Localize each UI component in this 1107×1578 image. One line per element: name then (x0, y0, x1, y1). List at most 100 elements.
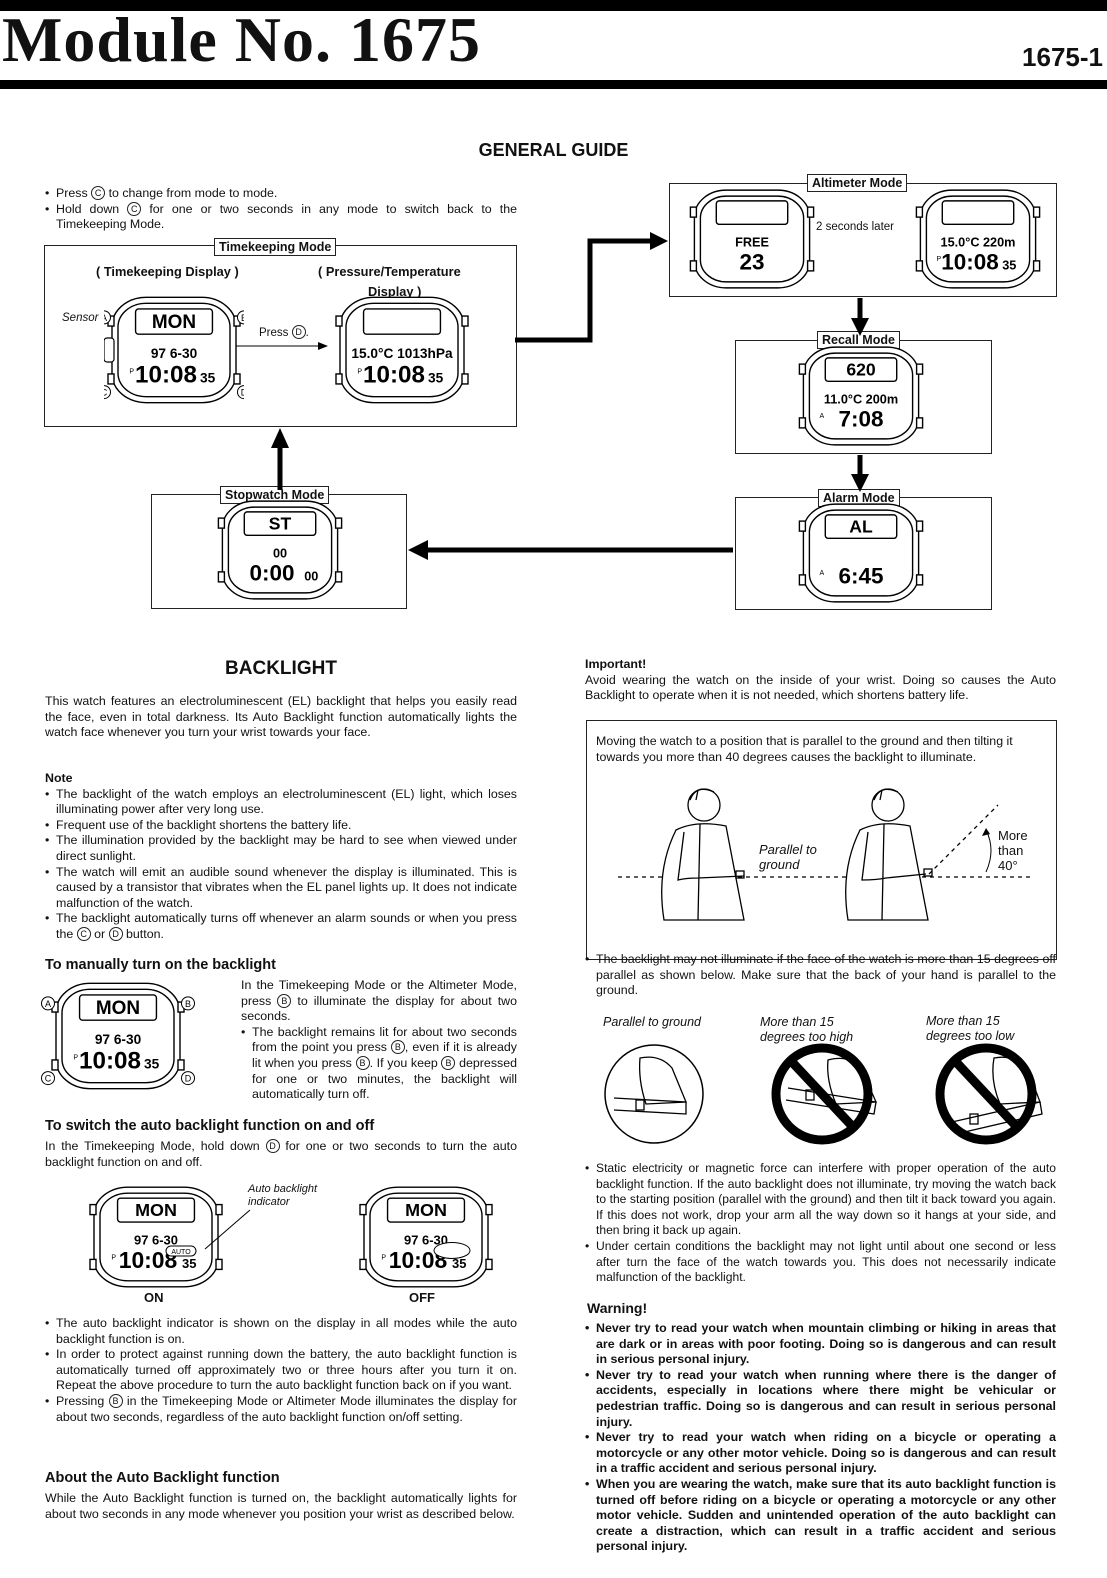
important-text: Avoid wearing the watch on the inside of… (585, 672, 1056, 703)
watch-button (798, 520, 807, 532)
lcd-seconds-text: 35 (200, 371, 216, 386)
guide-bullets: Press C to change from mode to mode. Hol… (45, 186, 517, 233)
auto-indicator-label: Auto backlight (248, 1183, 318, 1195)
auto-indicator (165, 1245, 197, 1257)
lcd-main-text: 10:08 (135, 362, 197, 389)
watch-button (806, 260, 815, 272)
lcd-top-text: MON (405, 1200, 447, 1220)
auto-indicator-text: AUTO (171, 1249, 191, 1256)
button-label: D (185, 1074, 192, 1084)
lcd-mid-text: 11.0°C 200m (824, 392, 898, 406)
more-than-40-label-3: 40° (998, 858, 1018, 873)
stopwatch-mode-tag: Stopwatch Mode (220, 486, 330, 504)
watch-face (89, 1186, 223, 1288)
lcd-mid-text: 97 6-30 (404, 1232, 448, 1247)
lcd-main-text: 10:08 (941, 249, 998, 274)
watch-button (89, 1203, 97, 1216)
lcd-indicator-text: P (381, 1254, 386, 1261)
two-seconds-later-label: 2 seconds later (816, 221, 894, 233)
lcd-top-text: AL (849, 516, 873, 536)
watch-button (806, 206, 815, 218)
watch-face (915, 189, 1041, 289)
button-label-circle (237, 310, 244, 325)
switch-auto-text: In the Timekeeping Mode, hold down D for… (45, 1139, 518, 1169)
warning-item: When you are wearing the watch, make sur… (585, 1477, 1056, 1555)
watch-button (335, 315, 343, 327)
caption-too-high-2: degrees too high (760, 1030, 854, 1044)
off-label: OFF (409, 1290, 435, 1305)
watch-button (359, 1203, 367, 1216)
caption-too-high: More than 15 (760, 1015, 834, 1029)
auto-indicator-off (433, 1241, 471, 1259)
page-title: Module No. 1675 (2, 4, 481, 75)
guide-bullet: Hold down C for one or two seconds in an… (45, 201, 517, 233)
watch-button (51, 1059, 59, 1071)
lcd-top-text: 620 (846, 359, 876, 379)
warning-item: Never try to read your watch when mounta… (585, 1321, 1056, 1368)
watch-button (335, 373, 343, 385)
auto-note: The auto backlight indicator is shown on… (45, 1316, 517, 1347)
auto-indicator-label-2: indicator (248, 1196, 290, 1208)
watch-button (915, 417, 924, 429)
lcd-indicator-text: P (129, 369, 134, 376)
arrow-timekeeping-to-altimeter (515, 238, 652, 343)
auto-notes: The auto backlight indicator is shown on… (45, 1316, 517, 1425)
timekeeping-mode-tag: Timekeeping Mode (214, 238, 337, 256)
about-auto-title: About the Auto Backlight function (45, 1470, 280, 1486)
note-title: Note (45, 771, 73, 785)
timekeeping-display-caption: ( Timekeeping Display ) (96, 264, 239, 279)
watch-button (798, 417, 807, 429)
lcd-seconds-text: 35 (1002, 258, 1016, 272)
general-guide-heading: GENERAL GUIDE (478, 140, 629, 160)
button-label: D (241, 388, 244, 398)
watch-button (89, 1258, 97, 1271)
about-auto-text: While the Auto Backlight function is tur… (45, 1491, 517, 1521)
watch-button (461, 373, 469, 385)
more-than-40-label: More (998, 828, 1028, 843)
watch-button (217, 571, 226, 583)
arm-too-low (935, 1043, 1043, 1145)
note-item: The backlight of the watch employs an el… (45, 787, 517, 818)
watch-button (334, 517, 343, 529)
lcd-indicator-text: A (820, 413, 825, 420)
note-section: Note The backlight of the watch employs … (45, 771, 517, 943)
watch-button (689, 260, 698, 272)
guide-bullet: Press C to change from mode to mode. (45, 186, 517, 202)
important-title: Important! (585, 657, 647, 671)
sensor-label: Sensor (62, 312, 99, 324)
lcd-indicator-text: P (111, 1254, 116, 1261)
lcd-indicator-text: A (820, 570, 825, 577)
caption-parallel: Parallel to ground (603, 1015, 701, 1029)
button-label-circle (104, 385, 111, 400)
watch-face (217, 500, 343, 600)
watch-button (1032, 260, 1041, 272)
watch-button (215, 1203, 223, 1216)
button-label-circle (104, 310, 111, 325)
switch-auto-title: To switch the auto backlight function on… (45, 1118, 375, 1134)
watch-button (915, 574, 924, 586)
watch-button (485, 1203, 493, 1216)
watch-face (107, 296, 241, 404)
note-item: The illumination provided by the backlig… (45, 833, 517, 864)
sensor (104, 337, 115, 363)
lcd-main-text: 10:08 (79, 1048, 141, 1075)
lcd-mid-text: FREE (735, 235, 769, 249)
lcd-text: AL6:45A (820, 516, 884, 588)
button-label: A (45, 999, 51, 1009)
warning-item: Never try to read your watch when riding… (585, 1430, 1056, 1477)
note-item: The backlight automatically turns off wh… (45, 911, 517, 942)
person-illustration (845, 788, 933, 921)
arm-too-high (771, 1043, 877, 1145)
warning-list: Never try to read your watch when mounta… (585, 1321, 1056, 1555)
button-label-circle (41, 1071, 55, 1086)
watch-button (915, 260, 924, 272)
